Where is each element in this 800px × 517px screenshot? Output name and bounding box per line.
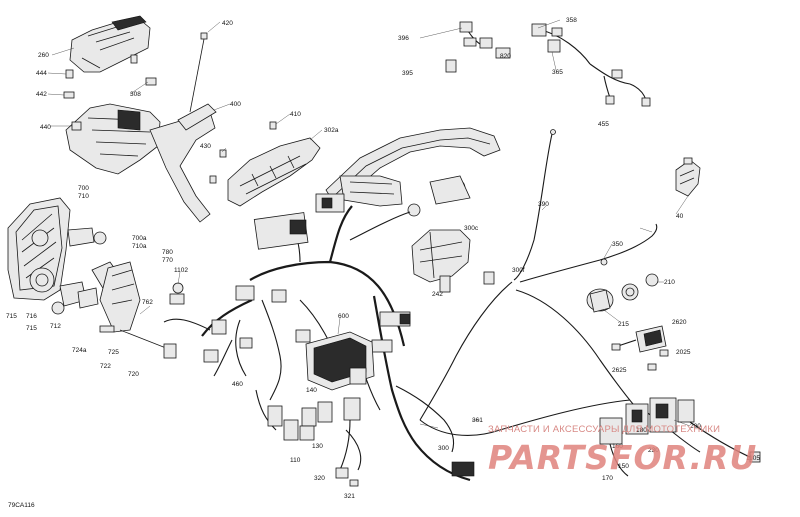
callout-715: 715 — [26, 325, 37, 332]
callout-labels: 420 260 444 442 308 440 400 410 302a 430 396 395 820… — [6, 17, 760, 500]
callout-396: 396 — [398, 35, 409, 42]
switch-cluster-200 — [599, 397, 761, 477]
callout-1105: 1105 — [746, 455, 760, 462]
callout-710: 710 — [78, 193, 89, 200]
callout-390: 390 — [538, 201, 549, 208]
callout-715: 715 — [6, 313, 17, 320]
bracket-part-302a — [227, 137, 321, 207]
callout-410: 410 — [290, 111, 301, 118]
bracket-part-300c — [411, 229, 471, 293]
callout-455: 455 — [598, 121, 609, 128]
callout-395: 395 — [402, 70, 413, 77]
callout-200: 200 — [690, 423, 701, 430]
callout-770: 770 — [162, 257, 173, 264]
callout-720: 720 — [128, 371, 139, 378]
callout-300f: 300f — [512, 267, 525, 274]
watermark-logo: PARTSFOR.RU — [488, 438, 758, 477]
headlight-components — [51, 227, 185, 359]
callout-762: 762 — [142, 299, 153, 306]
callout-712: 712 — [50, 323, 61, 330]
callout-722: 722 — [100, 363, 111, 370]
callout-180: 180 — [636, 427, 647, 434]
watermark: ЗАПЧАСТИ И АКСЕССУАРЫ ДЛЯ МОТОТЕХНИКИ PA… — [488, 424, 788, 494]
callout-600: 600 — [338, 313, 349, 320]
callout-230: 230 — [648, 447, 659, 454]
callout-780: 780 — [162, 249, 173, 256]
callout-358: 358 — [566, 17, 577, 24]
switch-parts-right — [586, 273, 669, 371]
callout-321: 321 — [344, 493, 355, 500]
harness-top-right — [445, 21, 651, 107]
callout-724a: 724a — [72, 347, 87, 354]
cable-350 — [519, 223, 658, 283]
bracket-part-400 — [65, 103, 217, 223]
callout-140: 140 — [306, 387, 317, 394]
headlight-assembly-700 — [7, 197, 71, 301]
part-40-connector — [675, 157, 701, 197]
callout-365: 365 — [552, 69, 563, 76]
connectors-bottom — [267, 397, 475, 487]
callout-300: 300 — [438, 445, 449, 452]
gauge-display-part-600 — [305, 331, 375, 391]
fastener-300f — [483, 271, 495, 285]
callout-440: 440 — [40, 124, 51, 131]
callout-361: 361 — [472, 417, 483, 424]
callout-110: 110 — [290, 457, 301, 464]
callout-210: 210 — [664, 279, 675, 286]
fasteners-top-left — [63, 32, 277, 184]
watermark-tagline: ЗАПЧАСТИ И АКСЕССУАРЫ ДЛЯ МОТОТЕХНИКИ — [488, 424, 721, 435]
cover-part-260 — [69, 15, 151, 73]
callout-2025: 2025 — [676, 349, 691, 356]
callout-160: 160 — [612, 443, 623, 450]
callout-2620: 2620 — [672, 319, 687, 326]
callout-150: 150 — [618, 463, 629, 470]
cable-390 — [513, 129, 556, 281]
diagram-code: 79CA116 — [8, 502, 35, 509]
callout-302a: 302a — [324, 127, 339, 134]
callout-442: 442 — [36, 91, 47, 98]
callout-420: 420 — [222, 20, 233, 27]
callout-430: 430 — [200, 143, 211, 150]
callout-725: 725 — [108, 349, 119, 356]
callout-308: 308 — [130, 91, 141, 98]
callout-215: 215 — [618, 321, 629, 328]
callout-300c: 300c — [464, 225, 479, 232]
main-wiring-harness — [163, 193, 471, 482]
callout-350: 350 — [612, 241, 623, 248]
callout-1102: 1102 — [174, 267, 188, 274]
callout-820: 820 — [500, 53, 511, 60]
callout-260: 260 — [38, 52, 49, 59]
callout-400: 400 — [230, 101, 241, 108]
callout-444: 444 — [36, 70, 47, 77]
callout-716: 716 — [26, 313, 37, 320]
callout-460: 460 — [232, 381, 243, 388]
callout-170: 170 — [602, 475, 613, 482]
callout-2625: 2625 — [612, 367, 627, 374]
callout-242: 242 — [432, 291, 443, 298]
callout-40: 40 — [676, 213, 684, 220]
callout-700a: 700a — [132, 235, 147, 242]
callout-710a: 710a — [132, 243, 147, 250]
leader-lines — [47, 19, 691, 429]
handlebar-frame — [325, 127, 501, 217]
callout-130: 130 — [312, 443, 323, 450]
callout-700: 700 — [78, 185, 89, 192]
callout-320: 320 — [314, 475, 325, 482]
